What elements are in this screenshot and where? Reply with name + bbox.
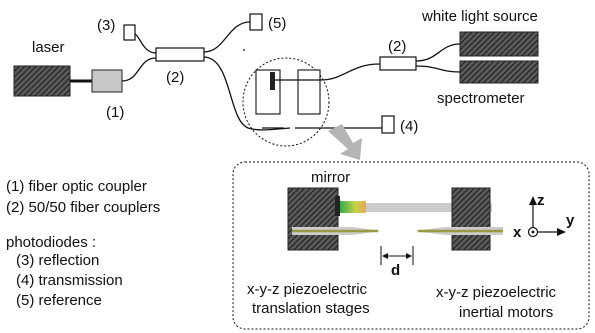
fiber-to-pd3 [132,32,157,54]
spectrometer [459,60,539,84]
photodiode4-number: (4) [400,118,418,135]
motors-caption-line2: inertial motors [459,304,553,321]
fiber-to-right-coupler [319,63,381,81]
stages-caption-line2: translation stages [252,300,370,317]
photodiode-3 [123,24,136,41]
legend-coupler2: (2) 50/50 fiber couplers [6,199,161,216]
legend-pd4: (4) transmission [16,272,123,289]
gap-arrowhead-right [406,253,412,259]
inertial-motor-block [451,187,491,251]
white-light-source-label: white light source [421,8,538,25]
fiber-rod [340,203,492,212]
stage-block-left-small [255,69,281,115]
coupler-50-50-left [155,47,205,62]
fiber-to-spectrometer [415,65,461,73]
axis-y-label: y [566,212,575,229]
photodiode-4 [381,115,395,134]
photodiode5-number: (5) [268,15,286,32]
stages-caption-line1: x-y-z piezoelectric [247,281,368,298]
legend-coupler1: (1) fiber optic coupler [6,178,147,195]
white-light-source [459,31,539,57]
photodiode-5 [249,13,263,31]
legend-pd5: (5) reference [16,292,102,309]
mirror [335,196,340,216]
fiber-tip-right [414,227,503,235]
dot [243,49,245,51]
axis-z-label: z [537,192,545,209]
coupler1-number: (1) [106,104,124,121]
photodiode3-number: (3) [97,17,115,34]
legend-photodiodes-heading: photodiodes : [6,234,97,251]
mirror-label: mirror [311,169,350,186]
coupler-50-50-right [379,56,417,71]
laser-source [13,65,71,97]
axis-x-label: x [513,224,522,241]
translation-stage-block [287,187,339,251]
mirror-small [270,72,275,90]
legend-pd3: (3) reflection [16,252,100,269]
fiber-tip-left [292,227,382,235]
stage-block-right-small [297,69,321,115]
fiber-1-to-2 [121,57,157,82]
fiber-to-white-light [415,43,461,62]
reflection-glow [340,201,366,213]
gap-arrowhead-left [382,253,388,259]
fiber-optic-coupler-1 [91,69,123,93]
laser-label: laser [32,39,65,56]
gap-d-label: d [391,262,400,279]
fiber-to-pd5 [203,21,251,53]
zoom-inset-box [232,161,590,330]
spectrometer-label: spectrometer [437,90,525,107]
axes-indicator [527,196,566,238]
fiber-to-tip [203,56,291,131]
zoom-region-circle [242,57,330,147]
motors-caption-line1: x-y-z piezoelectric [436,284,557,301]
coupler2-left-number: (2) [166,69,184,86]
zoom-arrow [328,124,362,160]
coupler2-right-number: (2) [388,38,406,55]
